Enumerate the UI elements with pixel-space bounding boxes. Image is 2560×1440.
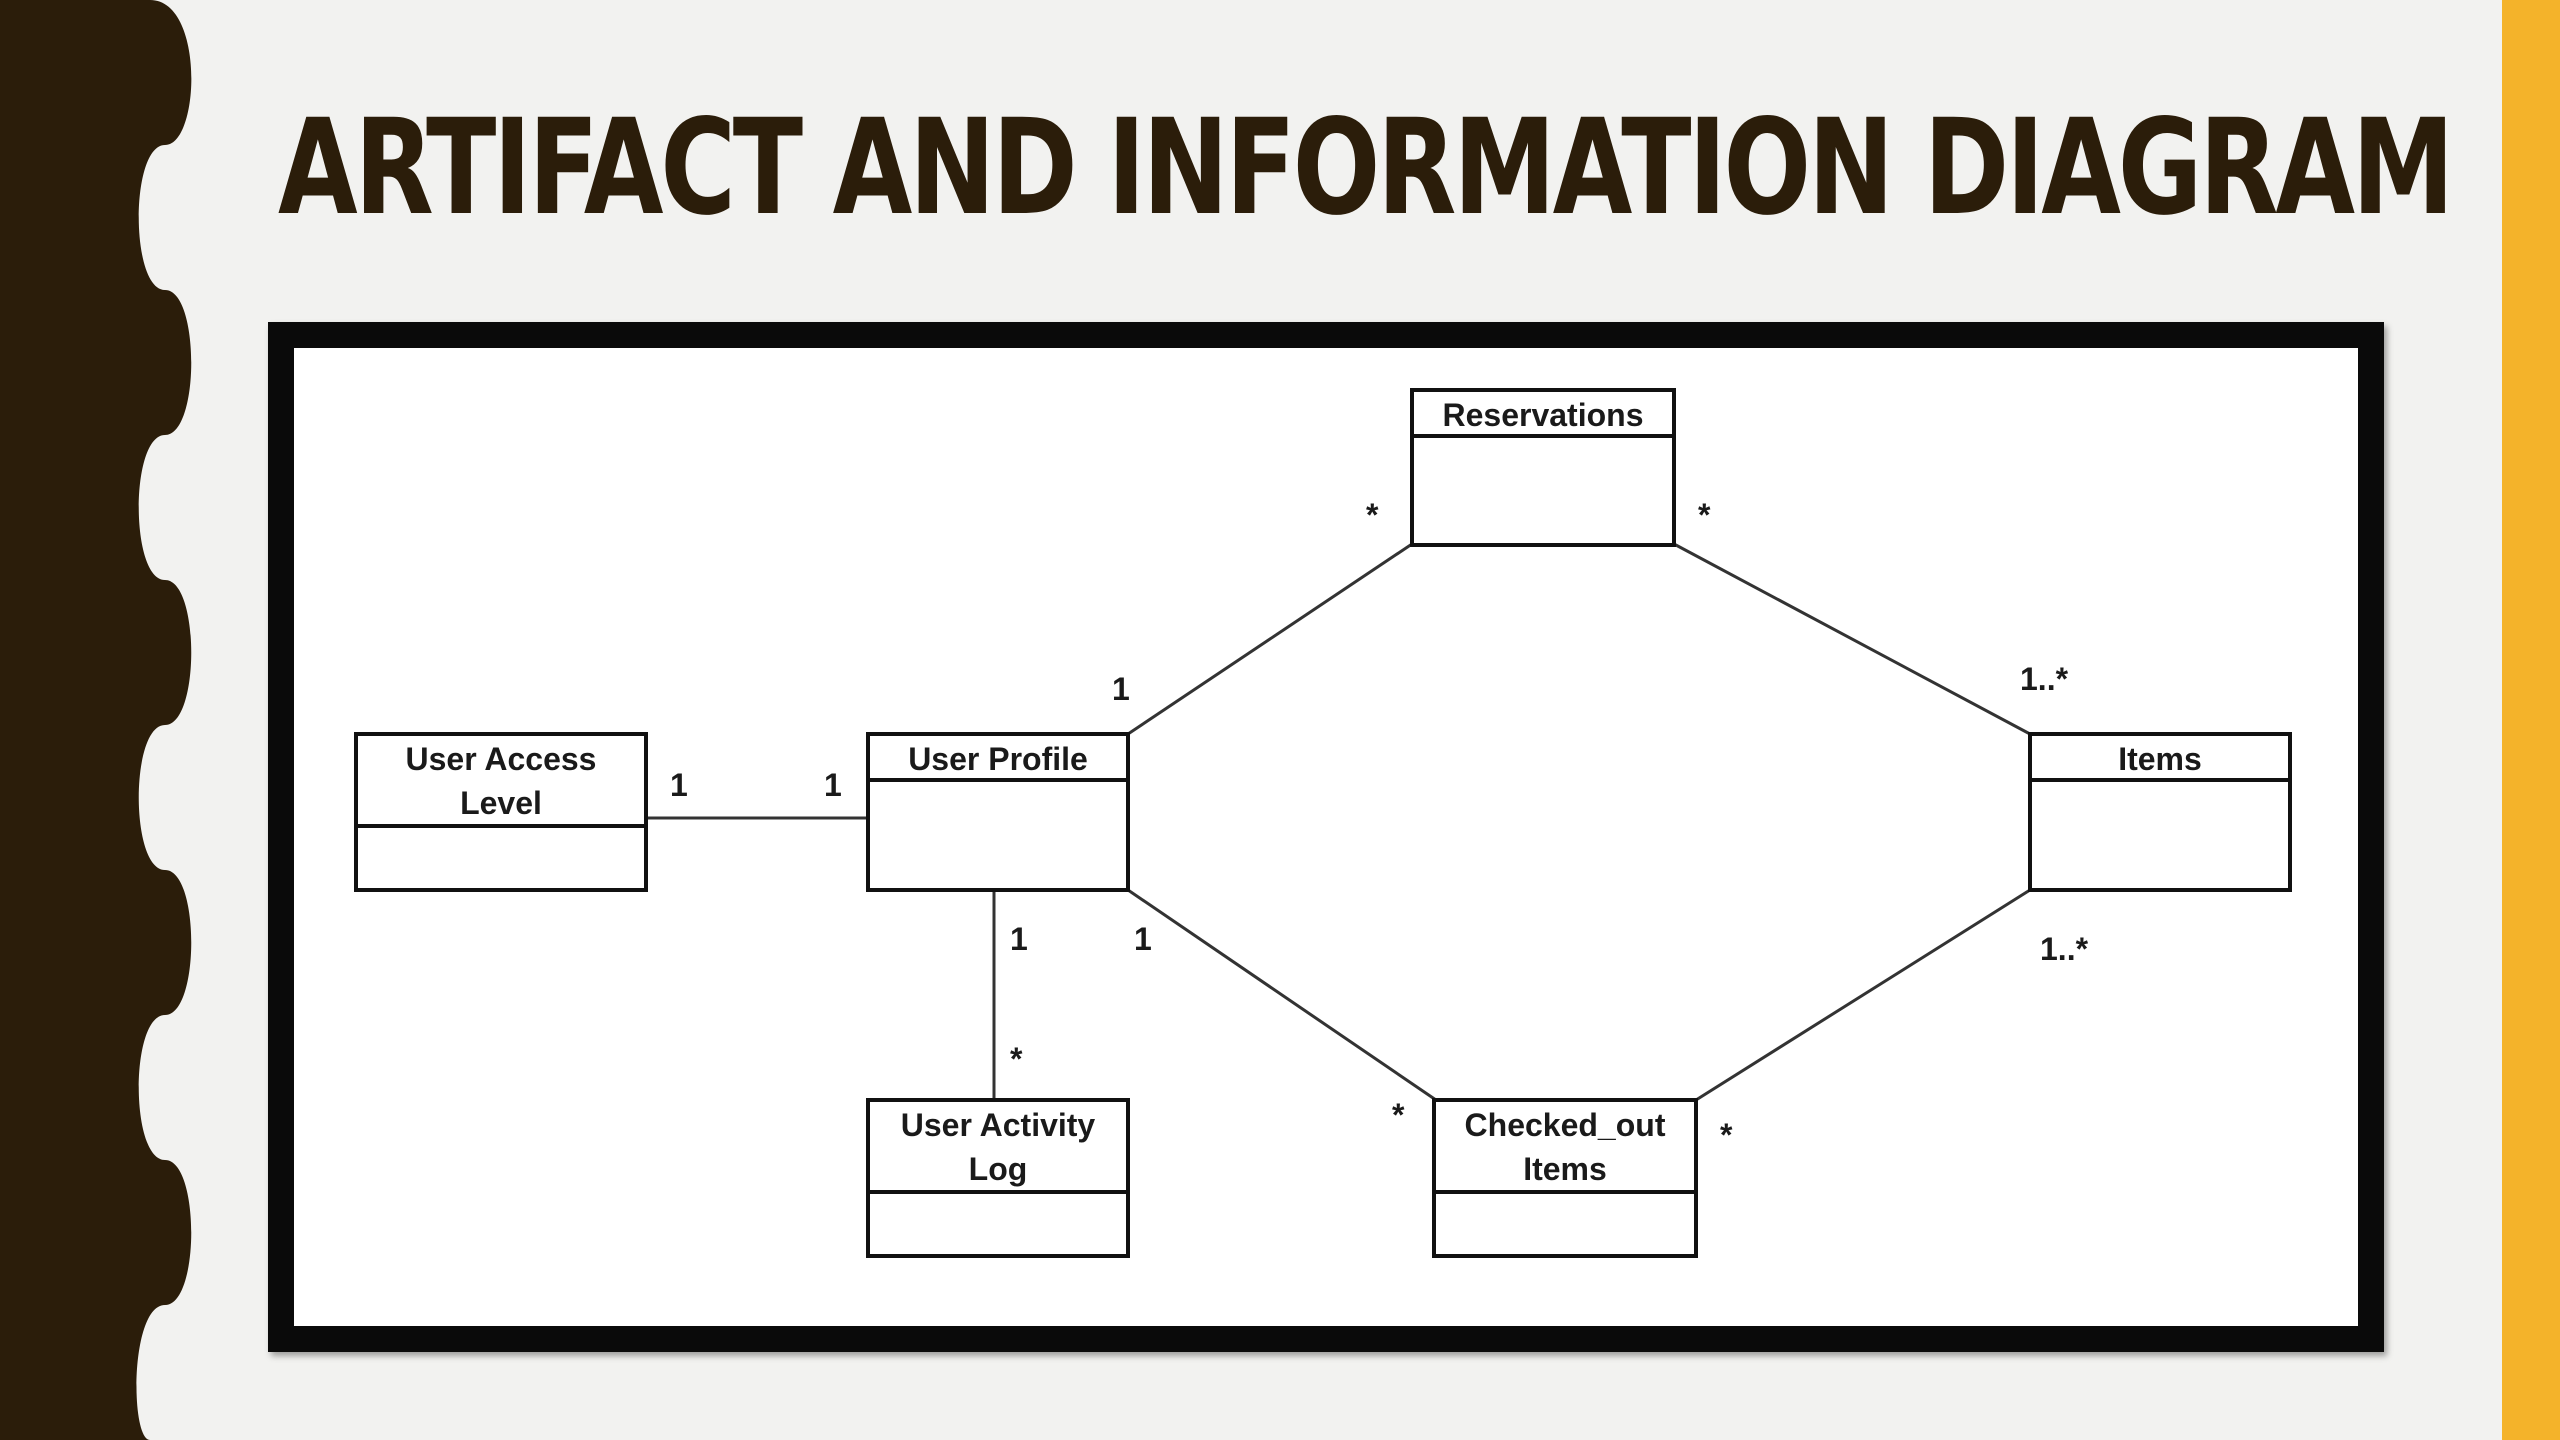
slide-title: ARTIFACT AND INFORMATION DIAGRAM <box>278 91 2454 245</box>
mult-checked-items-checked: * <box>1720 1117 1733 1153</box>
assoc-reservations-items <box>1673 542 2031 736</box>
class-items[interactable]: Items <box>2028 732 2292 892</box>
mult-reservations-items-items: 1..* <box>2020 661 2069 697</box>
mult-reservations-items-reservations: * <box>1698 497 1711 533</box>
assoc-profile-reservations <box>1127 542 1413 736</box>
class-user-profile-name: User Profile <box>908 741 1088 777</box>
assoc-profile-checked <box>1127 888 1437 1102</box>
class-checked-out-items[interactable]: Checked_out Items <box>1432 1098 1698 1258</box>
class-user-activity-log-name-line1: User Activity <box>901 1107 1096 1143</box>
class-reservations-name: Reservations <box>1443 397 1644 433</box>
wavy-left-band <box>0 0 192 1440</box>
class-checked-out-items-name-line1: Checked_out <box>1465 1107 1666 1143</box>
class-user-activity-log-name-line2: Log <box>969 1151 1028 1187</box>
diagram-frame: Reservations User Access Level User Prof… <box>268 322 2384 1352</box>
mult-profile-activity-profile: 1 <box>1010 921 1028 957</box>
mult-access-profile-right: 1 <box>824 767 842 803</box>
right-accent-band <box>2502 0 2560 1440</box>
mult-profile-checked-checked: * <box>1392 1097 1405 1133</box>
class-user-activity-log[interactable]: User Activity Log <box>866 1098 1130 1258</box>
class-user-access-level-name-line1: User Access <box>406 741 597 777</box>
class-checked-out-items-name-line2: Items <box>1523 1151 1607 1187</box>
multiplicity-labels: 1 1 1 * * 1..* 1 * 1 * * 1..* <box>670 497 2089 1153</box>
assoc-checked-items <box>1695 888 2031 1102</box>
class-user-access-level[interactable]: User Access Level <box>354 732 648 892</box>
mult-checked-items-items: 1..* <box>2040 931 2089 967</box>
mult-access-profile-left: 1 <box>670 767 688 803</box>
mult-profile-checked-profile: 1 <box>1134 921 1152 957</box>
associations <box>646 542 2031 1102</box>
class-reservations[interactable]: Reservations <box>1410 388 1676 547</box>
class-user-access-level-name-line2: Level <box>460 785 542 821</box>
class-items-name: Items <box>2118 741 2202 777</box>
mult-profile-reservations-reservations: * <box>1366 497 1379 533</box>
uml-class-diagram: Reservations User Access Level User Prof… <box>268 322 2384 1352</box>
mult-profile-reservations-profile: 1 <box>1112 671 1130 707</box>
class-user-profile[interactable]: User Profile <box>866 732 1130 892</box>
mult-profile-activity-log: * <box>1010 1041 1023 1077</box>
